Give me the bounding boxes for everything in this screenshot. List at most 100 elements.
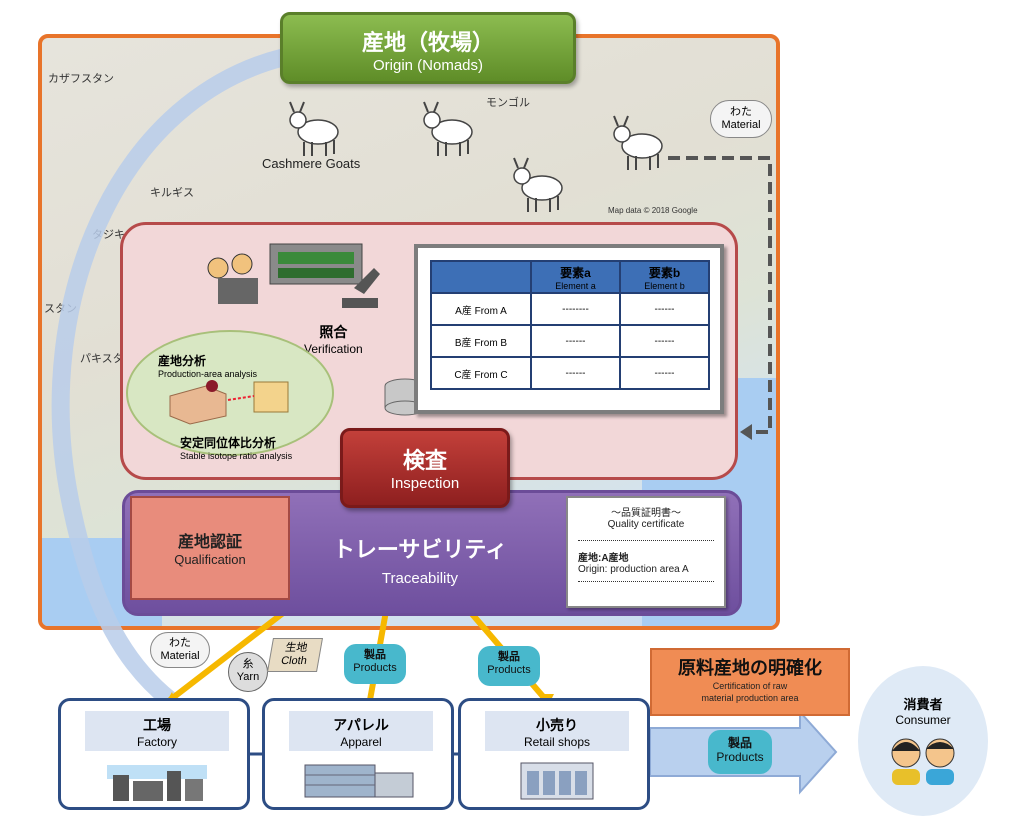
prod-analysis-en: Production-area analysis (158, 369, 258, 379)
material-cloud-top: わた Material (710, 100, 772, 138)
apparel-label: アパレル Apparel (289, 711, 433, 751)
table-row: B産 From B ------ ------ (430, 324, 710, 358)
yarn-en: Yarn (236, 671, 260, 683)
sample-arrow-head (740, 424, 752, 440)
verification-en: Verification (304, 342, 363, 356)
analysis-bubble (126, 330, 334, 456)
yarn-icon: 糸 Yarn (228, 652, 268, 692)
table-header-empty (430, 260, 532, 294)
inspection-title-box: 検査 Inspection (340, 428, 510, 508)
row-label: A産 From A (430, 292, 532, 326)
retail-box: 小売り Retail shops (458, 698, 650, 810)
lab-equipment-icon (207, 243, 380, 308)
prod-analysis-jp: 産地分析 (158, 354, 207, 368)
retail-label: 小売り Retail shops (485, 711, 629, 751)
material-bottom-jp: わた (169, 637, 191, 649)
retail-en: Retail shops (523, 735, 591, 749)
qualification-en: Qualification (174, 552, 246, 567)
row-value-a: ------ (530, 324, 621, 358)
comparison-table: 要素a Element a 要素b Element b A産 From A --… (430, 260, 710, 390)
cloth-jp: 生地 (284, 642, 309, 654)
table-row: C産 From C ------ ------ (430, 356, 710, 390)
row-value-a: -------- (530, 292, 621, 326)
yarn-jp: 糸 (242, 658, 254, 670)
table-row: A産 From A -------- ------ (430, 292, 710, 326)
products1-jp: 製品 (364, 649, 386, 661)
map-label-mongolia: モンゴル (486, 97, 530, 109)
cert-title-en: Quality certificate (607, 519, 685, 530)
products3-en: Products (716, 750, 764, 764)
traceability-en: Traceability (381, 570, 459, 587)
material-bottom-en: Material (160, 650, 200, 662)
material-flow-arrow (51, 43, 312, 708)
traceability-title: トレーサビリティ Traceability (300, 532, 540, 587)
sample-dashed-arrow (668, 156, 772, 434)
qualification-jp: 産地認証 (177, 534, 242, 551)
material-en: Material (721, 119, 761, 131)
iso-analysis-en: Stable isotope ratio analysis (180, 451, 293, 461)
raw-material-certification: 原料産地の明確化 Certification of raw material p… (650, 648, 850, 716)
cert-line-en: Origin: production area A (578, 564, 689, 575)
map-credit: Map data © 2018 Google (608, 206, 698, 215)
raw-cert-en2: material production area (701, 693, 799, 703)
origin-title-en: Origin (Nomads) (372, 57, 484, 74)
iso-analysis-jp: 安定同位体比分析 (180, 436, 277, 450)
row-label: C産 From C (430, 356, 532, 390)
material-cloud-bottom: わた Material (150, 632, 210, 668)
raw-cert-jp: 原料産地の明確化 (678, 658, 822, 678)
header-a-en: Element a (555, 280, 596, 291)
row-value-b: ------ (619, 324, 710, 358)
verification-label: 照合 Verification (304, 322, 363, 356)
row-value-a: ------ (530, 356, 621, 390)
cloth-icon: 生地 Cloth (267, 638, 323, 672)
arrow-factory-trace (168, 597, 302, 703)
raw-cert-en1: Certification of raw (712, 681, 788, 691)
map-label-kyrgyz: キルギス (150, 187, 194, 199)
consumer-people-icon (891, 738, 955, 785)
apparel-building-icon (304, 764, 414, 798)
retail-building-icon (520, 762, 594, 800)
goat-icon (513, 157, 563, 212)
header-b-jp: 要素b (648, 265, 681, 280)
goats-label: Cashmere Goats (262, 156, 361, 171)
factory-box: 工場 Factory (58, 698, 250, 810)
origin-title-jp: 産地（牧場） (361, 30, 494, 55)
apparel-en: Apparel (340, 735, 382, 749)
goat-icon (613, 115, 663, 170)
table-header-element-b: 要素b Element b (619, 260, 710, 294)
map-label-kazakhstan: カザフスタン (48, 73, 114, 85)
cert-line-jp: 産地:A産地 (578, 553, 629, 564)
apparel-jp: アパレル (333, 717, 389, 733)
table-header-element-a: 要素a Element a (530, 260, 621, 294)
verification-jp: 照合 (319, 324, 348, 340)
products1-en: Products (353, 662, 397, 674)
products2-en: Products (487, 664, 531, 676)
origin-title-box: 産地（牧場） Origin (Nomads) (280, 12, 576, 84)
goat-icon (423, 101, 473, 156)
qualification-scroll: 産地認証 Qualification (130, 496, 290, 600)
row-value-b: ------ (619, 356, 710, 390)
apparel-box: アパレル Apparel (262, 698, 454, 810)
quality-certificate: ～品質証明書～ Quality certificate 産地:A産地 Origi… (566, 496, 726, 608)
inspection-en: Inspection (390, 475, 460, 492)
header-b-en: Element b (644, 280, 685, 291)
material-jp: わた (730, 106, 752, 118)
row-label: B産 From B (430, 324, 532, 358)
products2-jp: 製品 (498, 651, 520, 663)
inspection-jp: 検査 (402, 448, 447, 473)
cert-dotted-line (578, 581, 714, 582)
sweater-icon: 製品 Products (344, 644, 406, 684)
traceability-jp: トレーサビリティ (332, 537, 508, 562)
factory-icon (107, 765, 207, 801)
factory-jp: 工場 (143, 717, 171, 733)
cert-dotted-line (578, 540, 714, 541)
factory-en: Factory (136, 735, 177, 749)
production-analysis: 産地分析 Production-area analysis (158, 352, 257, 379)
consumer-jp: 消費者 (903, 697, 943, 712)
row-value-b: ------ (619, 292, 710, 326)
isotope-analysis: 安定同位体比分析 Stable isotope ratio analysis (180, 434, 292, 461)
sweater-icon: 製品 Products (708, 730, 772, 774)
consumer-en: Consumer (895, 713, 951, 727)
cloth-en: Cloth (280, 655, 308, 667)
factory-label: 工場 Factory (85, 711, 229, 751)
